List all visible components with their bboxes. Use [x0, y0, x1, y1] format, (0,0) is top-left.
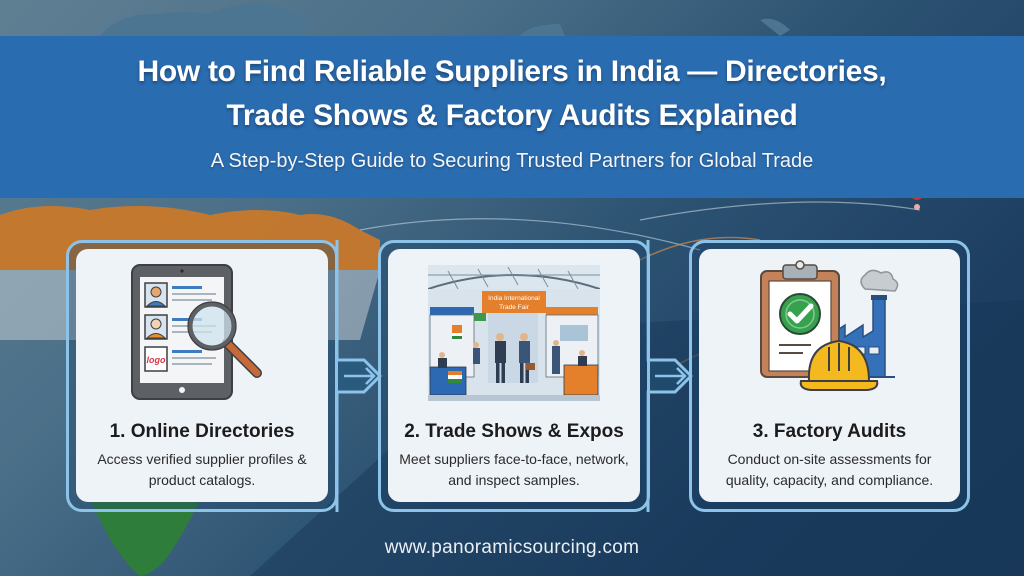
step-title: 2. Trade Shows & Expos: [404, 421, 624, 442]
clipboard-hardhat-factory-icon: [699, 259, 960, 411]
page-title-line-1: How to Find Reliable Suppliers in India …: [137, 55, 887, 88]
step-description: Access verified supplier profiles & prod…: [97, 451, 307, 488]
arrow-right-icon: [344, 367, 376, 385]
svg-text:Trade Fair: Trade Fair: [499, 304, 530, 311]
step-card-online-directories: logo 1. Online Directories Access verifi…: [66, 240, 338, 512]
step-card-factory-audits: 3. Factory Audits Conduct on-site assess…: [689, 240, 970, 512]
website-url[interactable]: www.panoramicsourcing.com: [384, 537, 640, 558]
page-subtitle: A Step-by-Step Guide to Securing Trusted…: [210, 150, 814, 172]
svg-text:India International: India International: [488, 295, 540, 302]
step-title: 1. Online Directories: [109, 421, 295, 442]
title-banner: How to Find Reliable Suppliers in India …: [0, 36, 1024, 198]
page-title-line-2: Trade Shows & Factory Audits Explained: [226, 99, 798, 132]
step-title: 3. Factory Audits: [752, 421, 907, 442]
step-connector-1-2: [335, 240, 383, 512]
step-description: Conduct on-site assessments for quality,…: [725, 451, 934, 488]
trade-fair-illustration: India International Trade Fair: [388, 259, 640, 411]
step-connector-2-3: [646, 240, 694, 512]
tablet-magnifier-icon: logo: [76, 259, 328, 411]
svg-text:logo: logo: [147, 355, 166, 365]
arrow-right-icon: [655, 367, 687, 385]
step-description: Meet suppliers face-to-face, network, an…: [399, 451, 629, 488]
step-card-trade-shows: India International Trade Fair: [378, 240, 650, 512]
